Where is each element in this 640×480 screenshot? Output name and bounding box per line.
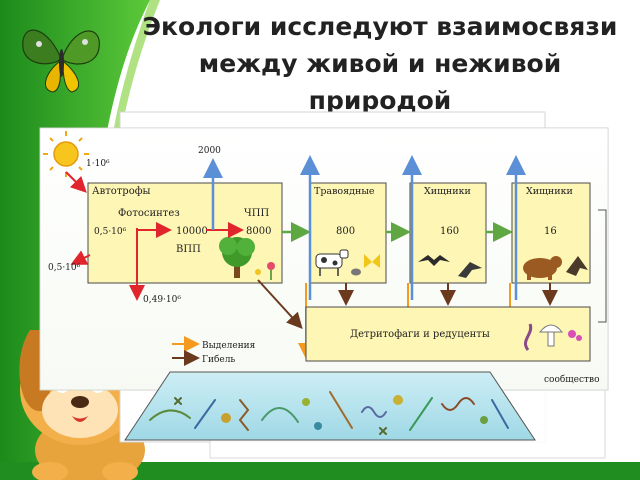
legend-death-label: Гибель [202,354,235,365]
mushroom-icon [538,324,564,347]
net-production-value: 8000 [246,226,271,237]
respiration-value: 2000 [198,146,221,156]
sun-icon [43,131,89,177]
legend-excretion-label: Выделения [202,341,256,351]
vpp-label: ВПП [176,244,201,255]
bacteria-icon [568,330,582,341]
community-label: сообщество [544,374,600,385]
gross-production-value: 10000 [176,226,208,237]
bear-icon [523,256,562,280]
herbivores-value: 800 [336,226,355,237]
predators2-value: 16 [544,226,557,237]
slide-title: Экологи исследуют взаимосвязи между живо… [142,12,618,115]
butterfly-icon [364,254,380,268]
sun-energy-label: 1·10⁶ [86,159,110,169]
reflected-value: 0,5·10⁶ [48,263,81,273]
cow-icon [315,249,349,276]
reflected-arrow [70,250,91,265]
decomposers-box [305,306,591,362]
predators1-value: 160 [440,226,459,237]
mouse-icon [351,268,361,276]
eagle-icon [566,256,588,276]
bat-icon [418,255,450,266]
chp-label: ЧПП [244,208,269,219]
swallow-icon [458,262,482,278]
photosynthesis-label: Фотосинтез [118,208,180,219]
predators1-label: Хищники [424,186,471,197]
absorbed-value: 0,49·10⁶ [143,295,181,305]
decomposers-label: Детритофаги и редуценты [350,329,490,340]
tree-icon [219,237,255,278]
microorganisms-strip [124,371,536,441]
autotrophs-label: Автотрофы [92,186,151,197]
autotrophs-input-value: 0,5·10⁶ [94,227,127,237]
sun-input-arrow [65,171,87,193]
death-arrow-autotrophs [257,279,303,329]
flower-icon [255,262,275,280]
green-footer-bar [0,462,640,480]
butterfly-logo [22,29,100,93]
worm-icon [524,323,533,351]
predators2-label: Хищники [526,186,573,197]
autotrophs-box [87,182,283,284]
herbivores-label: Травоядные [314,186,375,197]
microorganisms-illustration [149,391,509,435]
